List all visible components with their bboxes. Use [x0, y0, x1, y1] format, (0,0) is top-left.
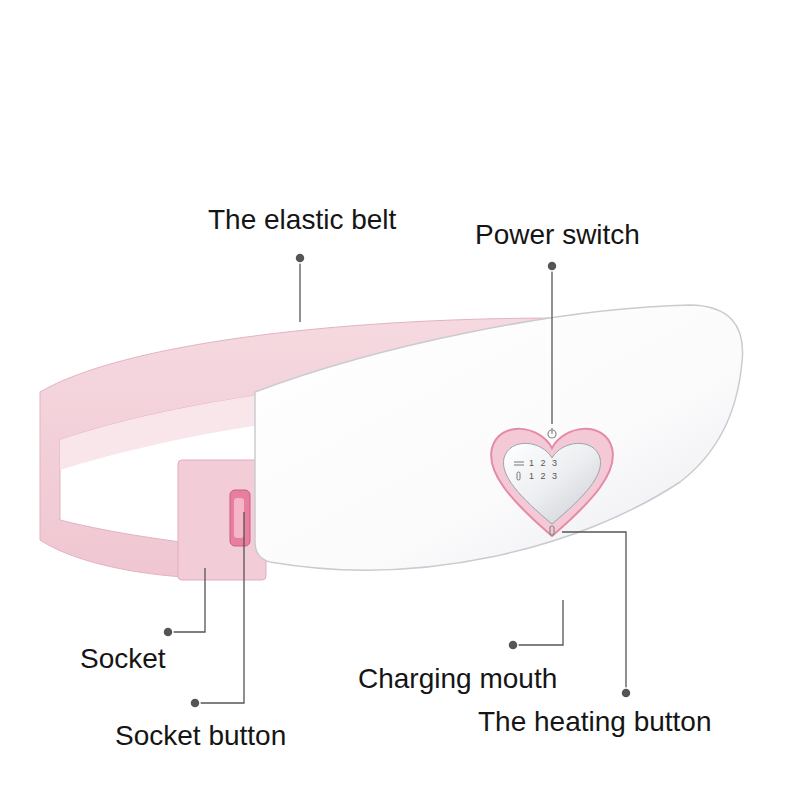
- part-label: Socket button: [115, 720, 286, 752]
- level-numbers: 1 2 3: [529, 459, 559, 468]
- part-label: Power switch: [475, 219, 640, 251]
- heat-icon: [517, 472, 520, 480]
- part-label: The elastic belt: [208, 204, 396, 236]
- part-label: Charging mouth: [358, 663, 557, 695]
- heating-icon: [550, 526, 554, 535]
- mode-icon: [514, 462, 524, 463]
- heart-display: [503, 443, 600, 524]
- socket-button-face: [234, 498, 244, 538]
- part-label: Socket: [80, 643, 166, 675]
- socket: [178, 460, 266, 580]
- socket-button: [230, 490, 250, 546]
- leader-dots: [163, 253, 631, 708]
- level-numbers: 1 2 3: [529, 472, 559, 481]
- part-label: The heating button: [478, 706, 712, 738]
- mode-icon: [514, 465, 524, 466]
- heart-control: [491, 429, 613, 536]
- leader-lines: [168, 258, 626, 703]
- power-icon: [551, 428, 552, 434]
- heating-panel: [255, 305, 743, 570]
